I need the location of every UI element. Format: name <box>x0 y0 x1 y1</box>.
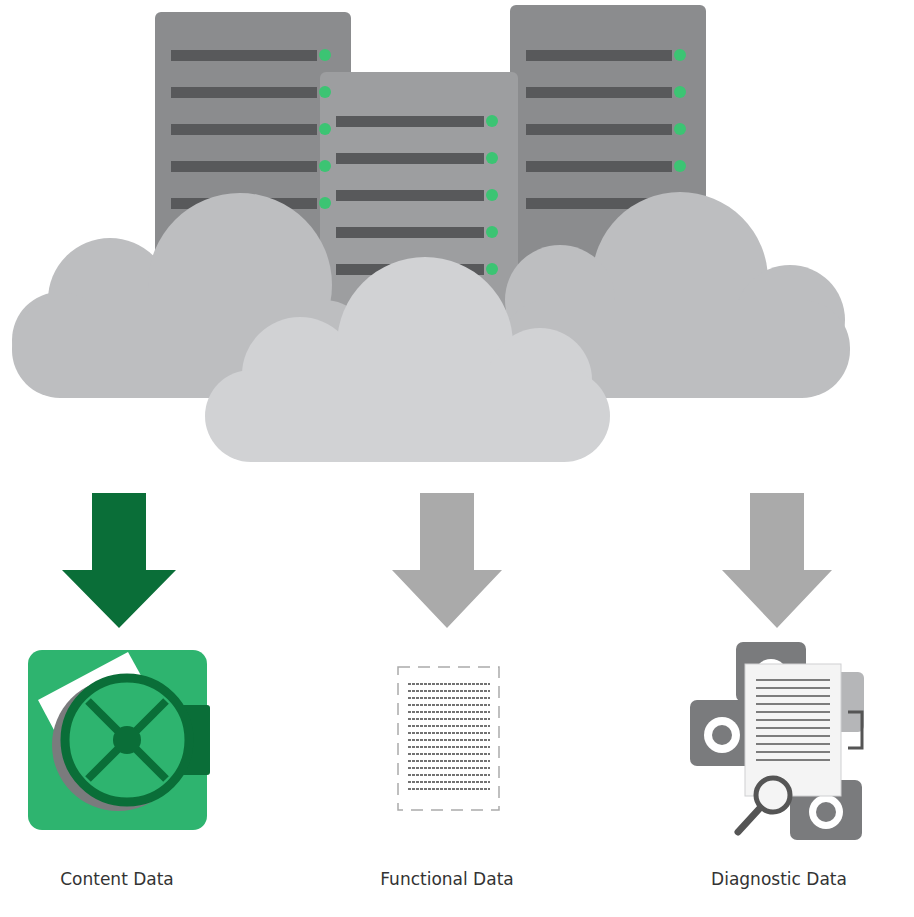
server-slot <box>171 50 317 61</box>
data-line <box>408 718 490 720</box>
status-light <box>674 86 686 98</box>
category-label: Content Data <box>60 868 174 890</box>
server-slot <box>526 87 672 98</box>
data-line <box>408 781 490 783</box>
text-line <box>756 719 830 720</box>
status-light <box>319 86 331 98</box>
data-line <box>408 788 490 790</box>
text-line <box>756 743 830 744</box>
server-slot <box>171 124 317 135</box>
data-line <box>408 704 490 706</box>
data-line <box>408 746 490 748</box>
text-line <box>756 711 830 712</box>
status-light <box>486 226 498 238</box>
server-slot <box>336 116 484 127</box>
data-line <box>408 732 490 734</box>
text-line <box>756 727 830 728</box>
server-slot <box>171 161 317 172</box>
status-light <box>319 123 331 135</box>
status-light <box>319 160 331 172</box>
data-line <box>408 711 490 713</box>
server-slot <box>526 50 672 61</box>
data-line <box>408 760 490 762</box>
download-arrows <box>62 493 832 628</box>
status-light <box>486 263 498 275</box>
status-light <box>486 152 498 164</box>
data-line <box>408 753 490 755</box>
data-line <box>408 767 490 769</box>
category-label: Functional Data <box>380 868 513 890</box>
data-line <box>408 774 490 776</box>
diagnostic-icon <box>690 642 864 840</box>
data-line <box>408 690 490 692</box>
server-slot <box>526 124 672 135</box>
status-light <box>674 123 686 135</box>
text-line <box>756 735 830 736</box>
text-line <box>756 687 830 688</box>
status-light <box>674 160 686 172</box>
status-light <box>674 49 686 61</box>
data-line <box>408 683 490 685</box>
server-slot <box>526 161 672 172</box>
cloud-shapes <box>12 192 850 462</box>
text-line <box>756 703 830 704</box>
status-light <box>486 115 498 127</box>
text-line <box>756 751 830 752</box>
server-slot <box>336 153 484 164</box>
data-line <box>408 725 490 727</box>
server-slot <box>336 227 484 238</box>
status-light <box>486 189 498 201</box>
category-label: Diagnostic Data <box>711 868 847 890</box>
functional-doc-icon <box>398 667 499 810</box>
status-light <box>319 49 331 61</box>
text-line <box>756 679 830 680</box>
data-line <box>408 697 490 699</box>
data-line <box>408 739 490 741</box>
server-slot <box>336 190 484 201</box>
vault-icon <box>28 650 210 830</box>
text-line <box>756 695 830 696</box>
text-line <box>756 759 830 760</box>
server-slot <box>171 87 317 98</box>
status-light <box>319 197 331 209</box>
